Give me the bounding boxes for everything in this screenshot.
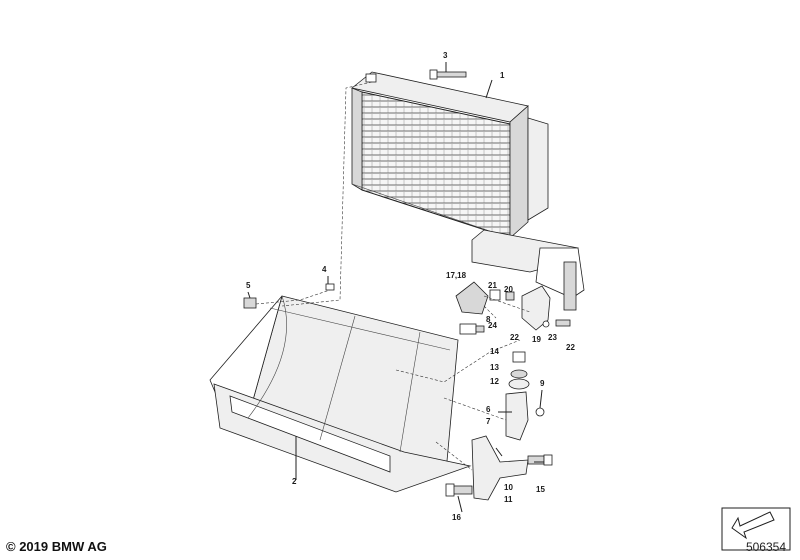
part-label: 13 bbox=[490, 363, 499, 372]
navigation-arrow-icon[interactable] bbox=[721, 507, 791, 551]
mount-stack bbox=[508, 351, 530, 390]
mount-bracket-17-18 bbox=[455, 281, 515, 315]
bolt-part-3 bbox=[429, 69, 467, 80]
part-label: 20 bbox=[504, 285, 513, 294]
part-label: 2 bbox=[292, 477, 297, 486]
part-label: 8 bbox=[486, 315, 491, 324]
bolt-16 bbox=[445, 483, 473, 497]
bracket-19 bbox=[521, 285, 571, 331]
dashed-guides bbox=[255, 81, 531, 471]
part-label: 10 bbox=[504, 483, 513, 492]
part-label: 17,18 bbox=[446, 271, 467, 280]
intake-duct bbox=[471, 229, 585, 311]
bracket-6-7 bbox=[505, 391, 545, 441]
part-label: 6 bbox=[486, 405, 491, 414]
support-10-11 bbox=[471, 435, 553, 501]
pin-part-8 bbox=[459, 323, 485, 335]
part-label: 14 bbox=[490, 347, 499, 356]
part-label: 19 bbox=[532, 335, 541, 344]
air-duct bbox=[209, 295, 472, 493]
diagram-id: 506354 bbox=[745, 540, 786, 554]
copyright-notice: © 2019 BMW AG bbox=[6, 539, 107, 554]
part-label: 22 bbox=[566, 343, 575, 352]
part-label: 5 bbox=[246, 281, 251, 290]
part-label: 12 bbox=[490, 377, 499, 386]
part-label: 1 bbox=[500, 71, 505, 80]
part-label: 11 bbox=[504, 495, 513, 504]
part-label: 16 bbox=[452, 513, 461, 522]
part-label: 23 bbox=[548, 333, 557, 342]
leader-lines bbox=[247, 62, 544, 513]
part-label: 3 bbox=[443, 51, 448, 60]
part-label: 9 bbox=[540, 379, 545, 388]
radiator bbox=[351, 71, 549, 239]
part-label: 21 bbox=[488, 281, 497, 290]
part-label: 7 bbox=[486, 417, 491, 426]
part-label: 4 bbox=[322, 265, 327, 274]
part-label: 24 bbox=[488, 321, 497, 330]
part-label: 22 bbox=[510, 333, 519, 342]
part-label: 15 bbox=[536, 485, 545, 494]
